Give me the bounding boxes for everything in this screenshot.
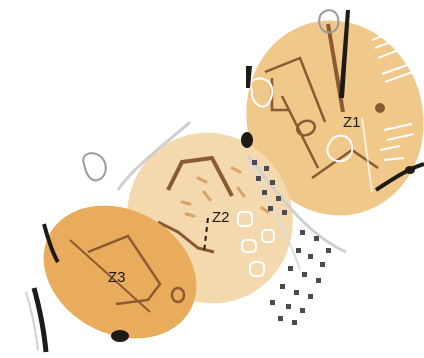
zone-z1-dot <box>375 103 385 113</box>
zone-z3-label: Z3 <box>108 269 126 286</box>
black-stroke-bottom-left <box>34 288 46 352</box>
black-blob-mid <box>241 132 253 148</box>
zone-z1-label: Z1 <box>343 114 361 131</box>
black-blob-bottom <box>111 330 129 342</box>
pebble-left <box>83 153 106 180</box>
black-blob-right <box>405 166 415 174</box>
zone-z2-label: Z2 <box>212 209 230 226</box>
